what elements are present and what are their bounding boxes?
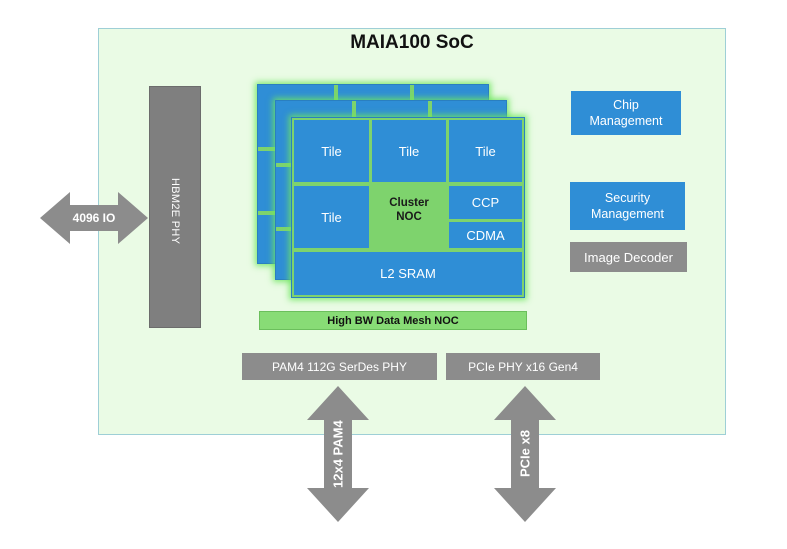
chip-management-line-2: Management — [589, 114, 663, 128]
security-management-line-2: Management — [591, 207, 664, 221]
serdes-phy-block: PAM4 112G SerDes PHY — [242, 353, 437, 380]
soc-title: MAIA100 SoC — [350, 32, 474, 53]
cluster-noc: Cluster NOC — [372, 186, 446, 248]
chip-management-line-1: Chip — [613, 98, 639, 112]
hbm-phy-block — [149, 86, 201, 328]
l2-sram-block: L2 SRAM — [294, 252, 522, 295]
left-io-label: 4096 IO — [72, 211, 116, 225]
cluster-noc-line-1: Cluster — [389, 197, 429, 209]
tile-4: Tile — [294, 186, 369, 248]
tile-1: Tile — [294, 120, 369, 182]
security-management-block: Security Management — [570, 182, 685, 230]
tile-3: Tile — [449, 120, 522, 182]
cluster-noc-line-2: NOC — [396, 211, 422, 223]
security-management-line-1: Security — [604, 191, 651, 205]
image-decoder-block: Image Decoder — [570, 242, 687, 272]
pam4-arrow — [307, 386, 369, 522]
tile-2: Tile — [372, 120, 446, 182]
pam4-label: 12x4 PAM4 — [330, 420, 346, 488]
pcie-arrow — [494, 386, 556, 522]
left-io-arrow — [40, 192, 148, 244]
chip-management-block: Chip Management — [571, 91, 681, 135]
pcie-phy-block: PCIe PHY x16 Gen4 — [446, 353, 600, 380]
ccp-block: CCP — [449, 186, 522, 219]
hbm-phy-label: HBM2E PHY — [169, 178, 181, 245]
mesh-noc-bar: High BW Data Mesh NOC — [259, 311, 527, 330]
pcie-label: PCIe x8 — [517, 430, 533, 478]
cdma-block: CDMA — [449, 222, 522, 248]
